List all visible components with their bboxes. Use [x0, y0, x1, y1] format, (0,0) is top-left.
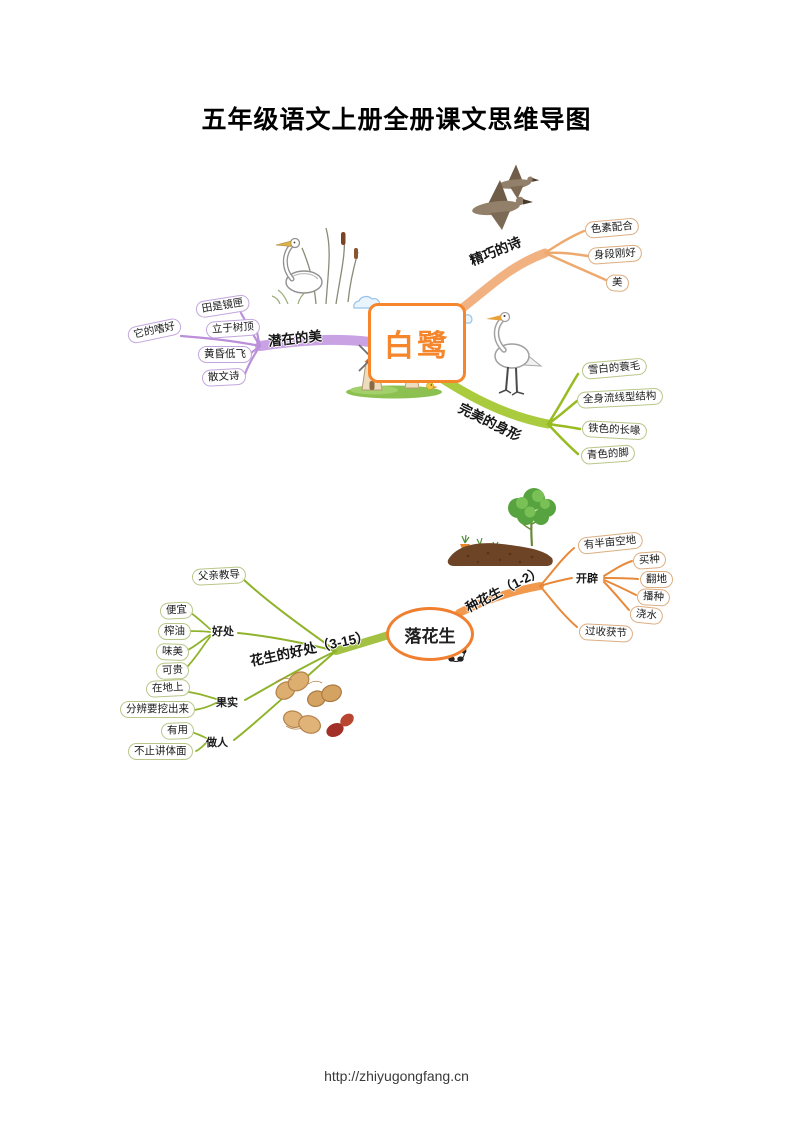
- mindmap-leaf: 浇水: [629, 605, 664, 625]
- mindmap-leaf: 不止讲体面: [128, 743, 193, 760]
- mindmap-leaf: 过收获节: [578, 623, 634, 643]
- seedling-soil-illustration: [447, 488, 556, 566]
- branch-label-planting-peanuts: 种花生（1-2）: [463, 563, 545, 616]
- mindmap-leaf: 可贵: [155, 661, 190, 680]
- branch-label-peanut-benefits: 花生的好处（3-15）: [248, 628, 371, 669]
- mindmap-subnode: 开辟: [576, 573, 598, 585]
- mindmap-subnode: 果实: [216, 697, 238, 709]
- egret-center-node: 白鹭: [368, 303, 466, 383]
- mindmap-leaf: 分辨要挖出来: [120, 701, 195, 718]
- mindmap-leaf: 播种: [636, 588, 671, 607]
- mindmap-subnode: 做人: [206, 737, 228, 749]
- mindmap-leaf: 味美: [155, 643, 190, 661]
- flying-geese-illustration: [472, 164, 540, 230]
- mindmap-leaf: 父亲教导: [191, 566, 247, 586]
- standing-egret-illustration: [486, 311, 543, 396]
- footer-url: http://zhiyugongfang.cn: [324, 1068, 469, 1084]
- mindmap-leaf: 买种: [632, 550, 667, 570]
- peanut-center-node: 落花生: [386, 607, 474, 661]
- mindmap-leaf: 翻地: [640, 571, 673, 588]
- planting-branch-lines: [455, 547, 639, 628]
- peanuts-illustration: [275, 671, 354, 738]
- egret-sketch-illustration: [271, 227, 359, 305]
- mindmap-leaf: 有用: [160, 721, 195, 740]
- page-title: 五年级语文上册全册课文思维导图: [201, 106, 592, 134]
- mindmap-leaf: 有半亩空地: [577, 531, 644, 555]
- mindmap-subnode: 好处: [212, 626, 234, 638]
- mindmap-leaf: 便宜: [159, 601, 194, 620]
- mindmap-leaf: 黄昏低飞: [198, 346, 252, 363]
- mindmap-leaf: 榨油: [158, 623, 191, 640]
- mindmap-leaf: 在地上: [145, 678, 190, 698]
